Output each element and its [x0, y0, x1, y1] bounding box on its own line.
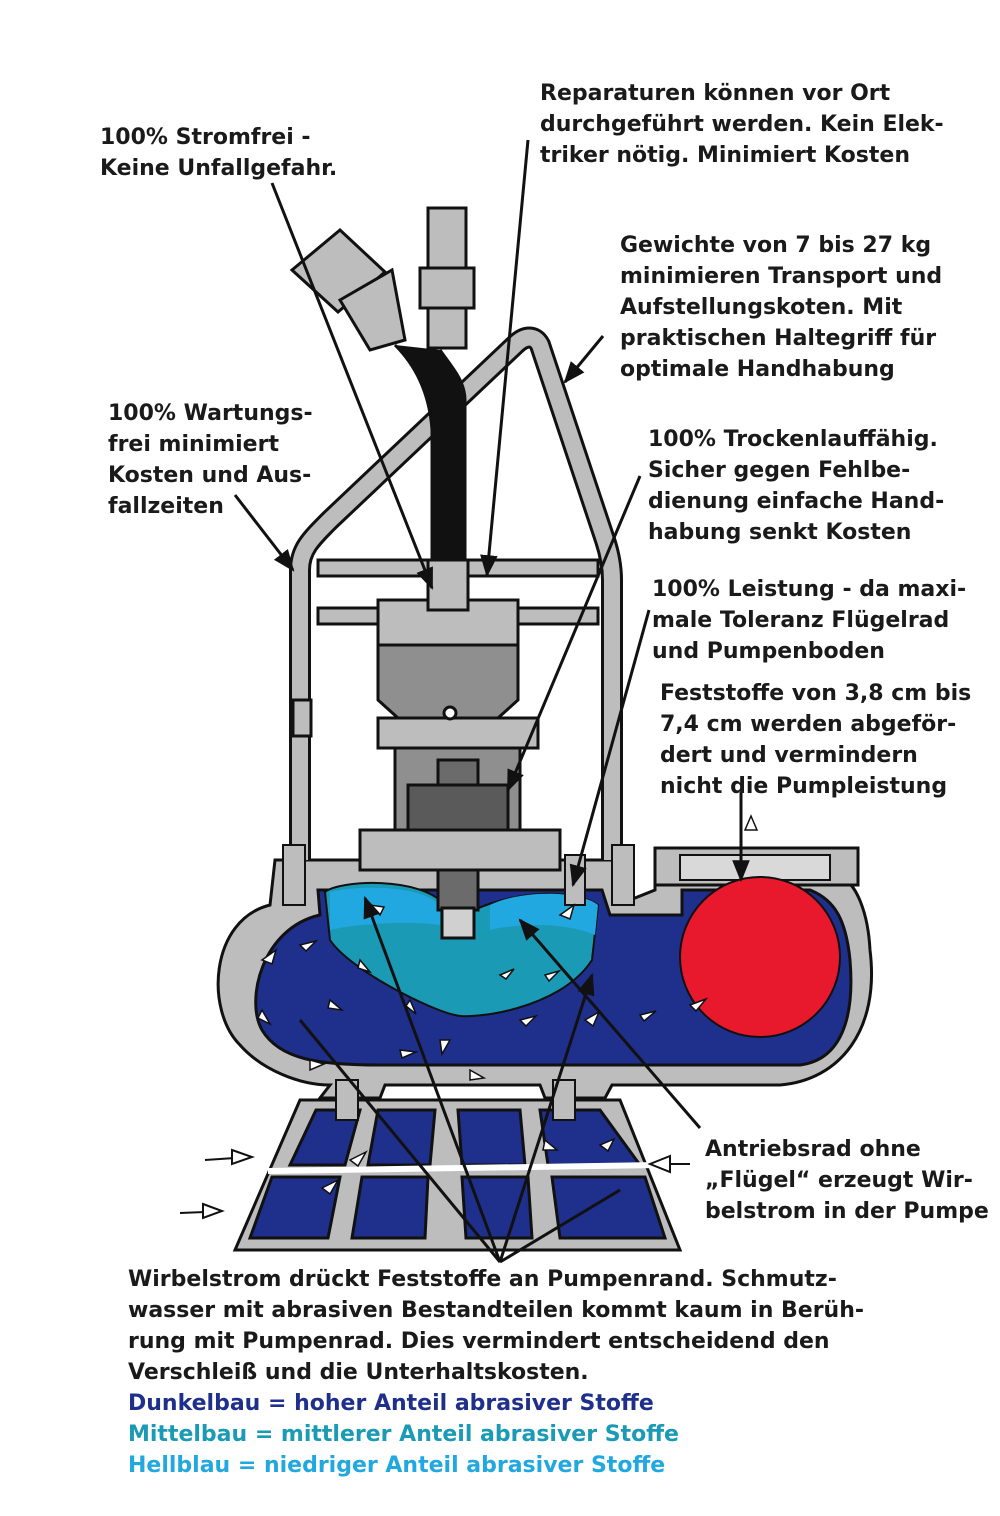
annotation-leistung: 100% Leistung - da maxi- male Toleranz F… [652, 577, 967, 664]
annotation-gewichte: Gewichte von 7 bis 27 kg minimieren Tran… [620, 233, 943, 382]
annotation-stromfrei: 100% Stromfrei - Keine Unfallgefahr. [100, 125, 338, 181]
hose-fittings [289, 206, 476, 612]
annotation-wartungsfrei: 100% Wartungs- frei minimiert Kosten und… [108, 401, 313, 519]
legend-dark-blue: Dunkelbau = hoher Anteil abrasiver Stoff… [128, 1391, 654, 1416]
annotation-antriebsrad: Antriebsrad ohne „Flügel“ erzeugt Wir- b… [705, 1137, 989, 1224]
motor-body [358, 598, 562, 940]
solid-particle [679, 876, 841, 1038]
swirl-flow-arrows [256, 814, 759, 1196]
annotation-wirbelstrom: Wirbelstrom drückt Feststoffe an Pumpenr… [128, 1267, 865, 1385]
legend-light-blue: Hellblau = niedriger Anteil abrasiver St… [128, 1453, 666, 1478]
legend-mid-blue: Mittelbau = mittlerer Anteil abrasiver S… [128, 1422, 679, 1447]
inflow-arrows [179, 1148, 690, 1220]
annotation-reparaturen: Reparaturen können vor Ort durchgeführt … [540, 81, 944, 168]
leader-lines [233, 139, 750, 1264]
annotation-feststoffe: Feststoffe von 3,8 cm bis 7,4 cm werden … [660, 681, 972, 799]
annotation-trockenlauf: 100% Trockenlauffähig. Sicher gegen Fehl… [648, 427, 945, 545]
strainer-base [232, 1098, 683, 1252]
